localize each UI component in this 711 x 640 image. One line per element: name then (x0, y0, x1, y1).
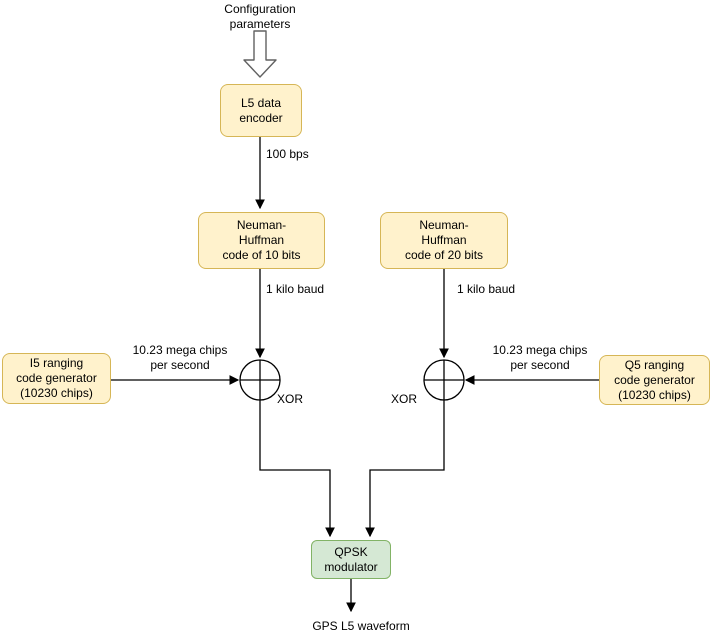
edge-xor-right-to-qpsk (365, 400, 445, 538)
node-qpsk-modulator: QPSK modulator (311, 540, 391, 579)
node-neuman-huffman-10: Neuman- Huffman code of 10 bits (198, 212, 325, 269)
xor-right-label: XOR (391, 392, 418, 406)
xor-left-icon (239, 359, 281, 401)
edge-label-kilobaud-left: 1 kilo baud (266, 282, 325, 296)
output-waveform-label: GPS L5 waveform (312, 619, 410, 633)
edge-label-100bps: 100 bps (266, 147, 309, 161)
edge-label-megachips-right: 10.23 mega chips per second (492, 343, 588, 372)
edge-label-megachips-left: 10.23 mega chips per second (132, 343, 228, 372)
edge-label-kilobaud-right: 1 kilo baud (457, 282, 516, 296)
node-i5-ranging-generator: I5 ranging code generator (10230 chips) (2, 353, 111, 404)
xor-left-label: XOR (277, 392, 304, 406)
config-parameters-label: Configuration parameters (224, 2, 296, 31)
xor-right-icon (423, 359, 465, 401)
node-neuman-huffman-20: Neuman- Huffman code of 20 bits (380, 212, 508, 269)
node-q5-ranging-generator: Q5 ranging code generator (10230 chips) (599, 355, 710, 405)
edge-xor-left-to-qpsk (259, 400, 335, 538)
node-l5-data-encoder: L5 data encoder (220, 84, 302, 137)
config-input-arrow-icon (243, 30, 277, 78)
